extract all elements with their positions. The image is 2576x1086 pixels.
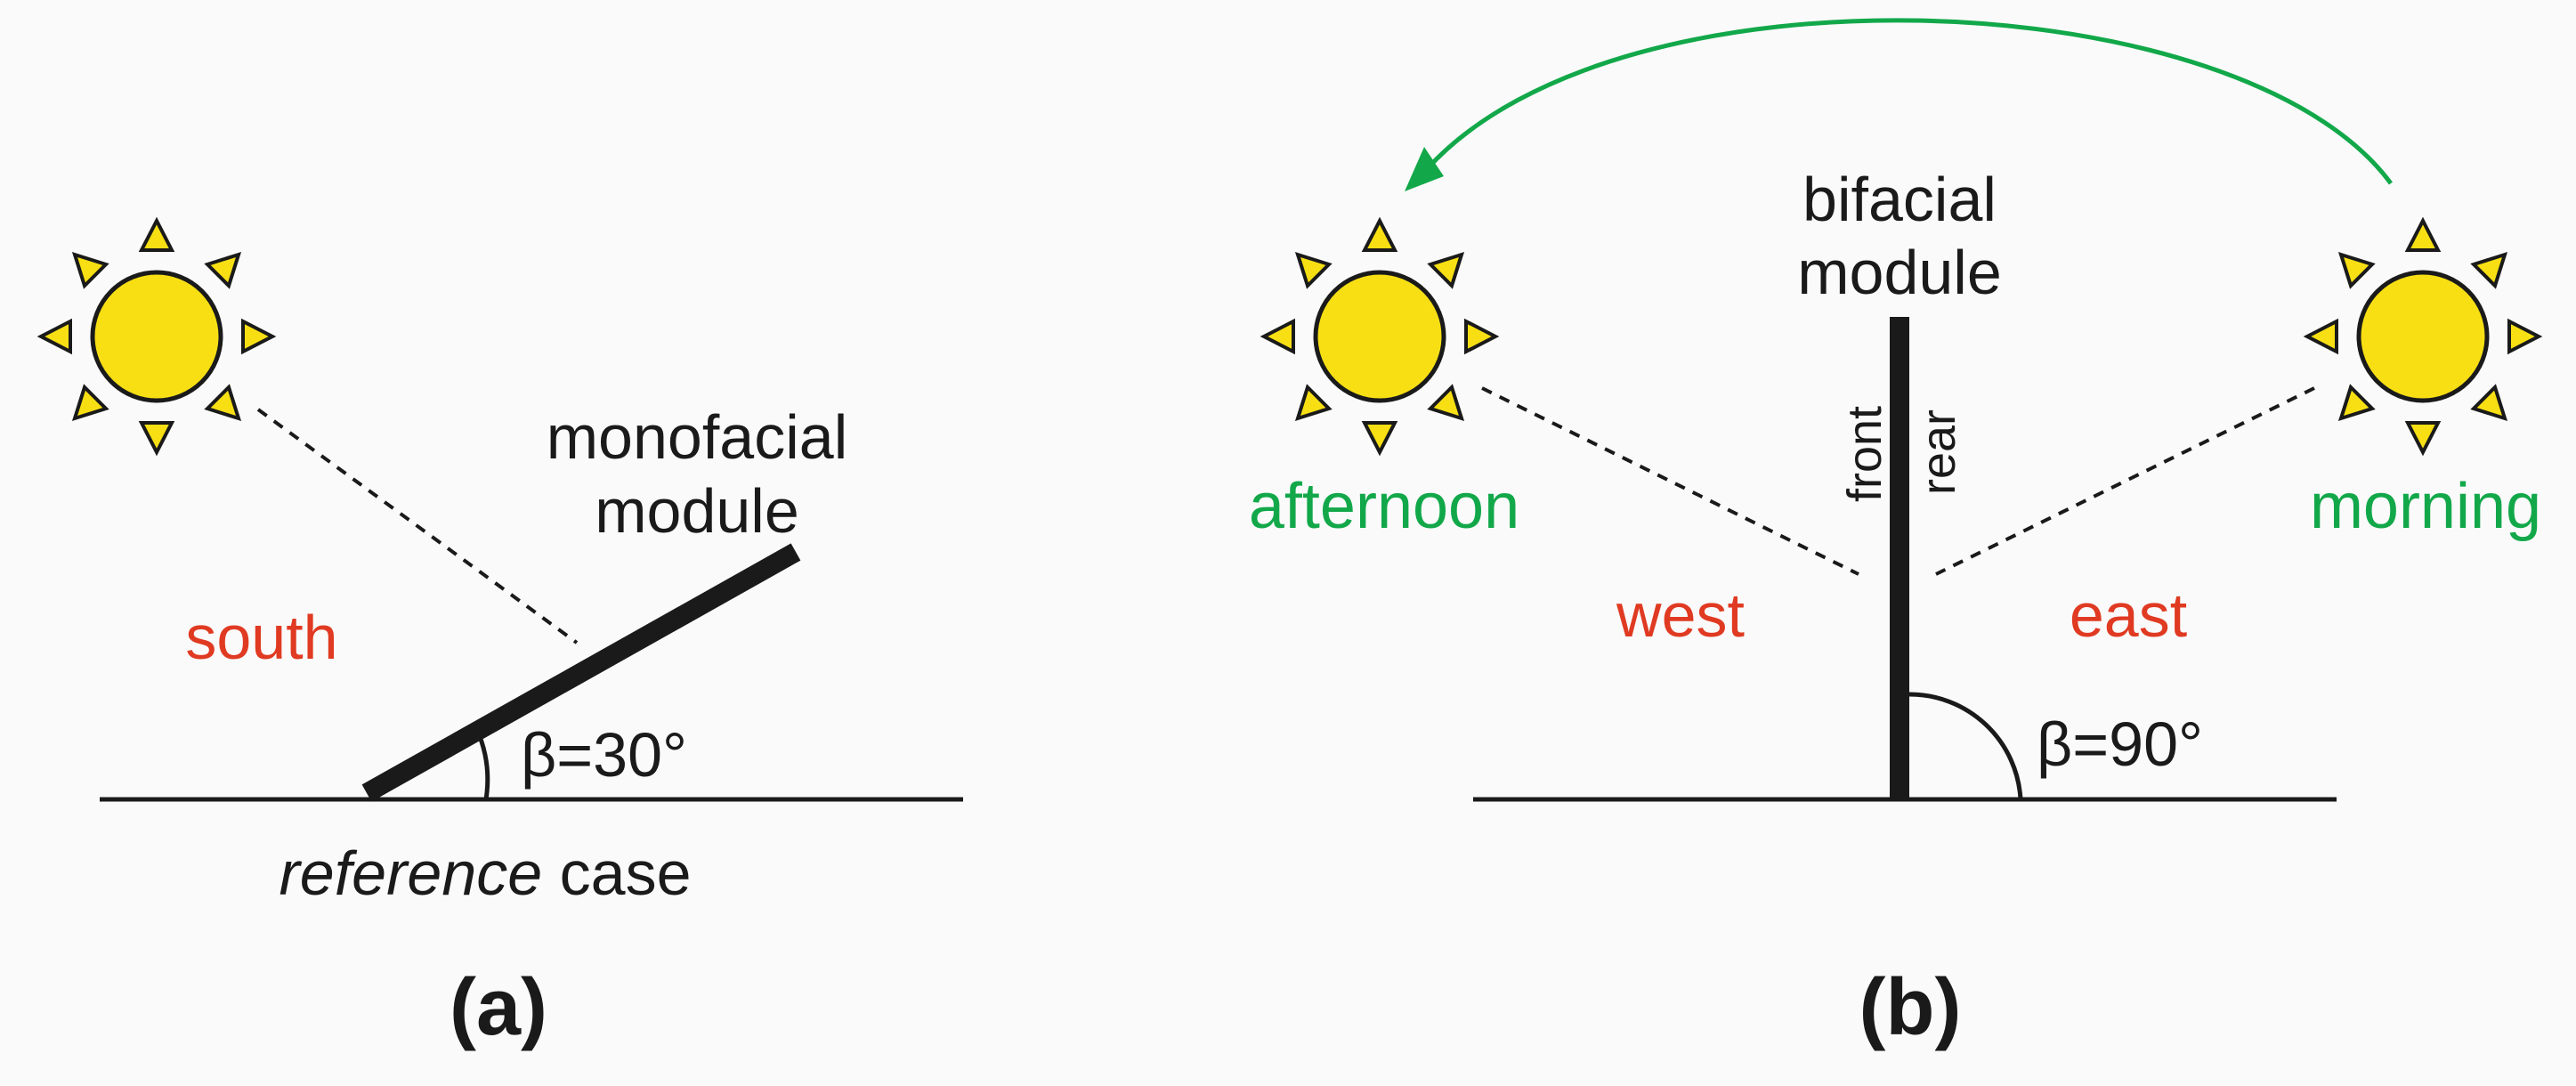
sun-icon: [41, 221, 272, 452]
morning-label: morning: [2310, 471, 2541, 542]
panel-a: monofacial module south β=30° reference …: [41, 221, 963, 1052]
module-label-line1: bifacial: [1802, 165, 1997, 234]
afternoon-ray-line: [1481, 386, 1859, 576]
east-label: east: [2070, 580, 2187, 650]
morning-ray-line: [1935, 386, 2315, 576]
sun-icon: [2307, 221, 2539, 452]
sun-path-arrowhead: [1405, 147, 1444, 191]
direction-label: south: [185, 603, 337, 672]
sun-icon: [1264, 221, 1495, 452]
tilt-angle-arc: [1908, 692, 2023, 800]
module-label-line2: module: [595, 476, 799, 546]
tilt-angle-arc: [474, 728, 490, 800]
case-label-rest: case: [542, 839, 691, 908]
rear-label: rear: [1912, 409, 1965, 495]
afternoon-label: afternoon: [1249, 471, 1519, 542]
sun-path-arc: [1425, 18, 2394, 185]
monofacial-module: [361, 543, 801, 802]
sun-ray-line: [256, 408, 579, 644]
west-label: west: [1616, 580, 1745, 650]
panel-label: (a): [450, 963, 547, 1052]
angle-label: β=30°: [521, 720, 687, 790]
module-label-line2: module: [1797, 238, 2002, 307]
angle-label: β=90°: [2037, 709, 2203, 779]
case-label-italic: reference: [279, 839, 542, 908]
case-label: reference case: [279, 839, 691, 908]
panel-label: (b): [1859, 963, 1962, 1052]
front-label: front: [1838, 406, 1891, 502]
module-label-line1: monofacial: [547, 402, 848, 472]
panel-b: bifacial module front rear afternoon mor…: [1249, 18, 2541, 1052]
